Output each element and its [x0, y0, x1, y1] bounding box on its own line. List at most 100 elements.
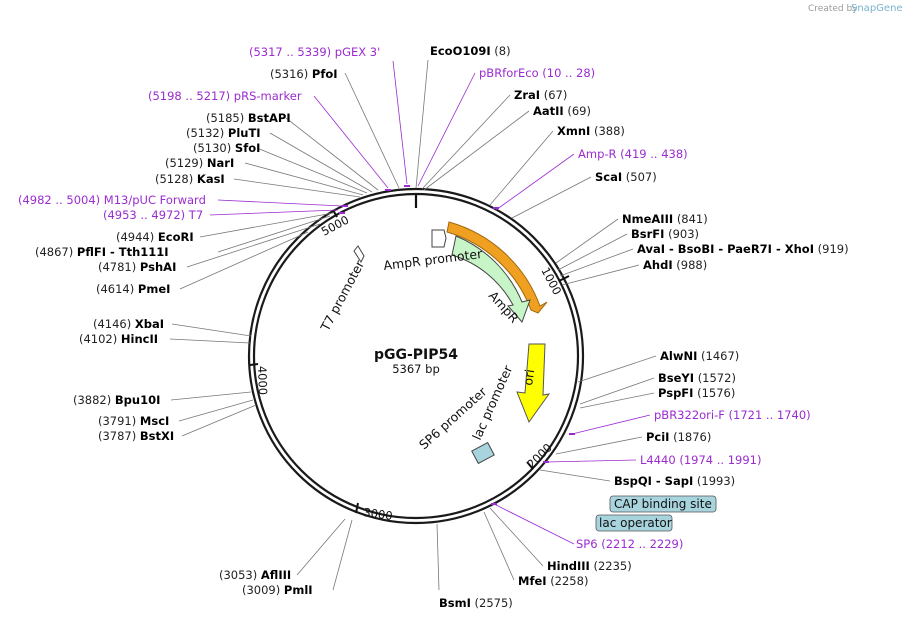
pmli-leader — [332, 519, 353, 591]
aatii-leader — [423, 110, 530, 191]
site-bstxi[interactable]: (3787) BstXI — [98, 429, 174, 443]
site-avai[interactable]: AvaI - BsoBI - PaeR7I - XhoI (919) — [637, 242, 849, 256]
lac-operator-box[interactable] — [595, 514, 673, 532]
bspqi-leader — [539, 469, 611, 482]
bseyi-leader — [579, 377, 655, 405]
site-bseyi[interactable]: BseYI (1572) — [658, 371, 736, 385]
bstxi-leader — [181, 404, 257, 437]
ori-label: ori — [520, 368, 537, 386]
site-m13[interactable]: (4982 .. 5004) M13/pUC Forward — [18, 193, 206, 207]
site-ahdi[interactable]: AhdI (988) — [643, 258, 707, 272]
hindiii-leader — [489, 507, 544, 567]
cap-binding-site-label: CAP binding site — [614, 497, 712, 511]
bstapi-leader — [285, 117, 379, 191]
site-eco0109i[interactable]: EcoO109I (8) — [430, 44, 511, 58]
m13-leader — [217, 199, 343, 207]
site-pluti[interactable]: (5132) PluTI — [186, 126, 261, 140]
pluti-leader — [269, 132, 373, 193]
ampr-promoter-label: AmpR promoter — [383, 246, 484, 273]
site-t7[interactable]: (4953 .. 4972) T7 — [103, 208, 203, 222]
site-hindiii[interactable]: HindIII (2235) — [547, 559, 632, 573]
l4440-leader — [545, 459, 637, 463]
plasmid-size: 5367 bp — [392, 362, 440, 376]
ampr-feature[interactable] — [451, 235, 531, 323]
site-sp6[interactable]: SP6 (2212 .. 2229) — [576, 537, 683, 551]
xbai-leader — [171, 323, 252, 337]
site-prsmarker[interactable]: (5198 .. 5217) pRS-marker — [148, 89, 302, 103]
sfoi-leader — [256, 147, 368, 194]
site-pmei[interactable]: (4614) PmeI — [96, 282, 170, 296]
aflIII-leader — [296, 518, 346, 576]
site-pflfi[interactable]: (4867) PflFI - Tth111I — [35, 245, 169, 259]
pshai-leader — [186, 223, 321, 268]
site-bsmi[interactable]: BsmI (2575) — [439, 596, 513, 610]
mfei-leader — [483, 511, 515, 581]
pbrforeco-leader — [417, 72, 476, 187]
tick-4000: 4000 — [255, 366, 270, 396]
pgex3-leader — [392, 60, 408, 185]
alwni-leader — [577, 355, 657, 383]
pcii-leader — [555, 436, 643, 455]
bpu10i-leader — [170, 391, 252, 401]
site-aflIII[interactable]: (3053) AflIII — [219, 568, 291, 582]
site-bspqi[interactable]: BspQI - SapI (1993) — [614, 474, 735, 488]
ecori-leader — [199, 212, 334, 238]
bsrfi-leader — [557, 233, 628, 271]
nari-leader — [244, 162, 364, 196]
msci-leader — [178, 399, 254, 422]
site-pshai[interactable]: (4781) PshAI — [98, 260, 176, 274]
site-pmli[interactable]: (3009) PmlI — [242, 583, 313, 597]
ori-feature[interactable] — [516, 343, 551, 424]
hincii-leader — [169, 338, 251, 344]
tick-1000-mark — [558, 275, 570, 282]
site-pbrforeco[interactable]: pBRforEco (10 .. 28) — [479, 66, 595, 80]
site-pgex3[interactable]: (5317 .. 5339) pGEX 3' — [249, 45, 380, 59]
site-zrai[interactable]: ZraI (67) — [514, 88, 567, 102]
t7-leader — [209, 209, 339, 216]
site-msci[interactable]: (3791) MscI — [98, 414, 169, 428]
site-pcii[interactable]: PciI (1876) — [646, 430, 711, 444]
avai-leader — [559, 248, 634, 277]
site-nmeaiii[interactable]: NmeAIII (841) — [622, 212, 708, 226]
site-ecori[interactable]: (4944) EcoRI — [116, 230, 194, 244]
site-pfoi[interactable]: (5316) PfoI — [270, 67, 338, 81]
leader-lines — [169, 59, 657, 591]
t7-promoter-arrow[interactable] — [353, 245, 365, 264]
site-xbai[interactable]: (4146) XbaI — [93, 317, 164, 331]
tick-4000-mark — [249, 363, 259, 366]
site-bstapi[interactable]: (5185) BstAPI — [206, 111, 291, 125]
tick-5000-mark — [332, 209, 338, 218]
site-sfoi[interactable]: (5130) SfoI — [193, 141, 260, 155]
pmei-leader — [179, 231, 309, 290]
site-alwni[interactable]: AlwNI (1467) — [660, 349, 739, 363]
site-scai[interactable]: ScaI (507) — [595, 170, 657, 184]
lac-promoter-block[interactable] — [471, 441, 495, 465]
lac-operator-label: lac operator — [599, 516, 672, 530]
bsmi-leader — [436, 523, 440, 591]
site-kasi[interactable]: (5128) KasI — [155, 172, 225, 186]
prsmarker-leader — [313, 95, 389, 189]
site-nari[interactable]: (5129) NarI — [165, 156, 234, 170]
nmeaiii-leader — [555, 218, 619, 264]
site-pspfi[interactable]: PspFI (1576) — [658, 386, 735, 400]
site-bsrfi[interactable]: BsrFI (903) — [631, 227, 699, 241]
site-mfei[interactable]: MfeI (2258) — [518, 574, 588, 588]
site-xmni[interactable]: XmnI (388) — [557, 124, 625, 138]
site-bpu10i[interactable]: (3882) Bpu10I — [73, 393, 160, 407]
pflfi-leader — [217, 215, 331, 253]
pbr322-leader — [571, 414, 651, 435]
plasmid-name: pGG-PIP54 — [374, 347, 458, 363]
scai-leader — [511, 176, 592, 219]
tick-3000: 3000 — [363, 505, 394, 523]
site-pbr322[interactable]: pBR322ori-F (1721 .. 1740) — [654, 408, 811, 422]
ampR-leader — [495, 153, 575, 211]
site-ampR[interactable]: Amp-R (419 .. 438) — [578, 147, 688, 161]
site-aatii[interactable]: AatII (69) — [533, 104, 591, 118]
site-l4440[interactable]: L4440 (1974 .. 1991) — [640, 453, 761, 467]
cap-binding-site-box[interactable] — [609, 495, 717, 513]
zrai-leader — [421, 94, 511, 190]
ampr-promoter-arrow[interactable] — [431, 229, 447, 248]
site-hincii[interactable]: (4102) HincII — [79, 332, 158, 346]
snapgene-logo: SnapGene — [851, 3, 903, 14]
